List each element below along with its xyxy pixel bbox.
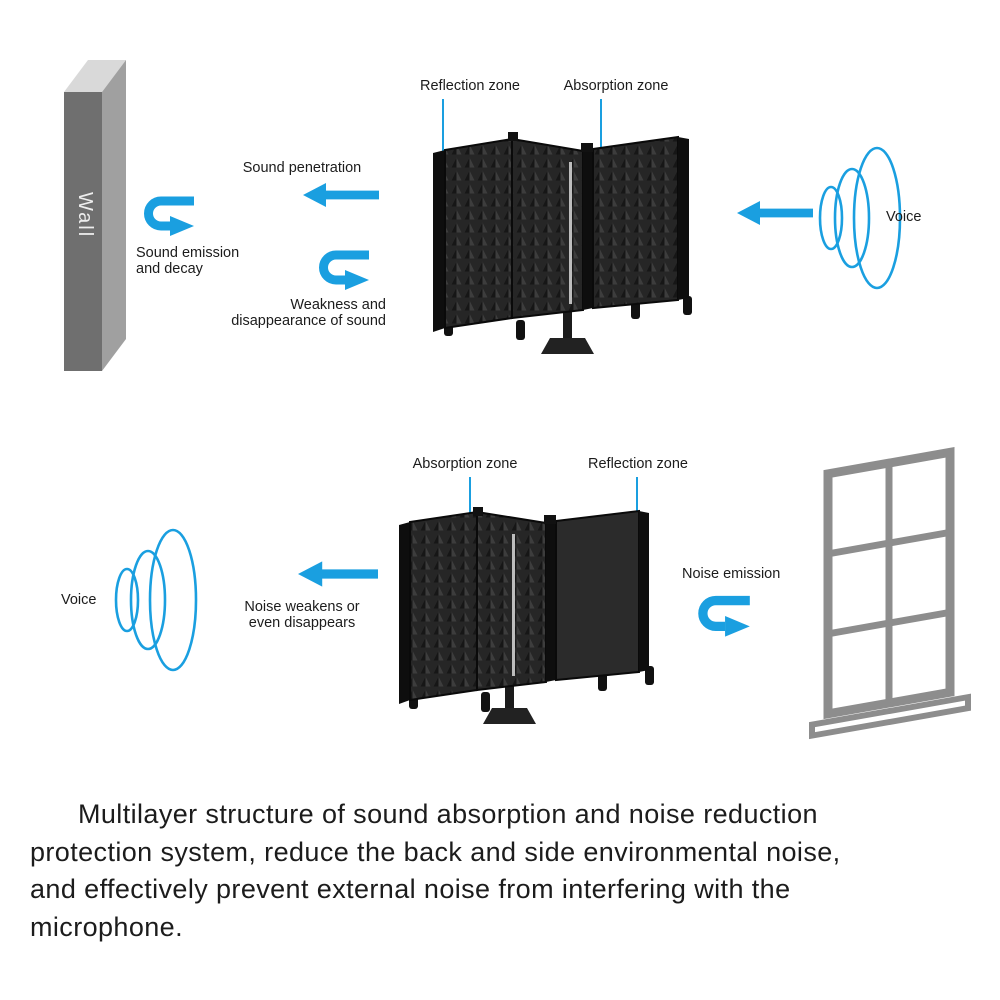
wall-top-face [64, 60, 126, 92]
noise-weakens-line1: Noise weakens or [244, 599, 360, 615]
shield-hinge [639, 511, 649, 672]
voice-waves-icon [816, 145, 911, 291]
shield-hinge [678, 137, 689, 300]
caption-line: microphone. [30, 911, 183, 942]
foam-panel-left [409, 510, 478, 702]
absorption-zone-label: Absorption zone [563, 78, 669, 94]
sound-emission-line2: and decay [136, 261, 203, 278]
mic-rod [569, 162, 572, 304]
sound-penetration-label: Sound penetration [242, 160, 362, 176]
caption-paragraph: Multilayer structure of sound absorption… [30, 796, 975, 946]
absorption-zone-label: Absorption zone [412, 456, 518, 472]
reflection-zone-label: Reflection zone [420, 78, 520, 94]
isolation-shield-illustration [433, 132, 692, 354]
window-frame [823, 447, 955, 720]
caption-line: protection system, reduce the back and s… [30, 836, 841, 867]
noise-weakens-line2: even disappears [248, 615, 356, 632]
uturn-arrow-icon [136, 192, 200, 238]
foam-panel-center [476, 510, 547, 692]
reflection-panel [555, 509, 640, 682]
caption-line: and effectively prevent external noise f… [30, 874, 791, 904]
sound-emission-label: Sound emission and decay [136, 245, 239, 277]
foam-panel-left [444, 137, 513, 330]
wall-front-face [64, 92, 102, 371]
window-illustration [809, 447, 971, 740]
mic-stand-pole [505, 674, 514, 714]
left-arrow-icon [298, 561, 378, 587]
left-arrow-icon [737, 201, 813, 225]
shield-hinge [583, 149, 593, 310]
wall-illustration [64, 60, 126, 371]
weakness-line2: disappearance of sound [231, 313, 386, 330]
voice-label: Voice [61, 592, 97, 608]
voice-waves-icon [112, 527, 207, 673]
mic-stand-base [541, 338, 594, 354]
reflection-zone-label: Reflection zone [588, 456, 688, 472]
mic-rod [512, 534, 515, 676]
window-sill [809, 693, 971, 740]
uturn-arrow-icon [311, 246, 375, 292]
left-arrow-icon [303, 183, 379, 207]
shield-hinge [399, 522, 410, 704]
weakness-label: Weakness and disappearance of sound [178, 297, 386, 329]
shield-hinge [433, 150, 445, 332]
uturn-arrow-icon [690, 591, 756, 639]
sound-emission-line1: Sound emission [136, 245, 240, 261]
isolation-shield-illustration [399, 507, 654, 724]
weakness-line1: Weakness and [290, 297, 386, 313]
caption-line: Multilayer structure of sound absorption… [78, 799, 818, 829]
noise-weakens-label: Noise weakens or even disappears [224, 599, 380, 631]
foam-panel-center [511, 137, 584, 320]
wall-side-face [102, 60, 126, 371]
foam-panel-right [592, 135, 679, 310]
mic-stand-pole [563, 302, 572, 344]
wall-label: Wall [74, 192, 96, 239]
shield-hinge [546, 521, 556, 682]
noise-emission-label: Noise emission [682, 566, 781, 582]
voice-label: Voice [886, 209, 922, 225]
mic-stand-base [483, 708, 536, 724]
